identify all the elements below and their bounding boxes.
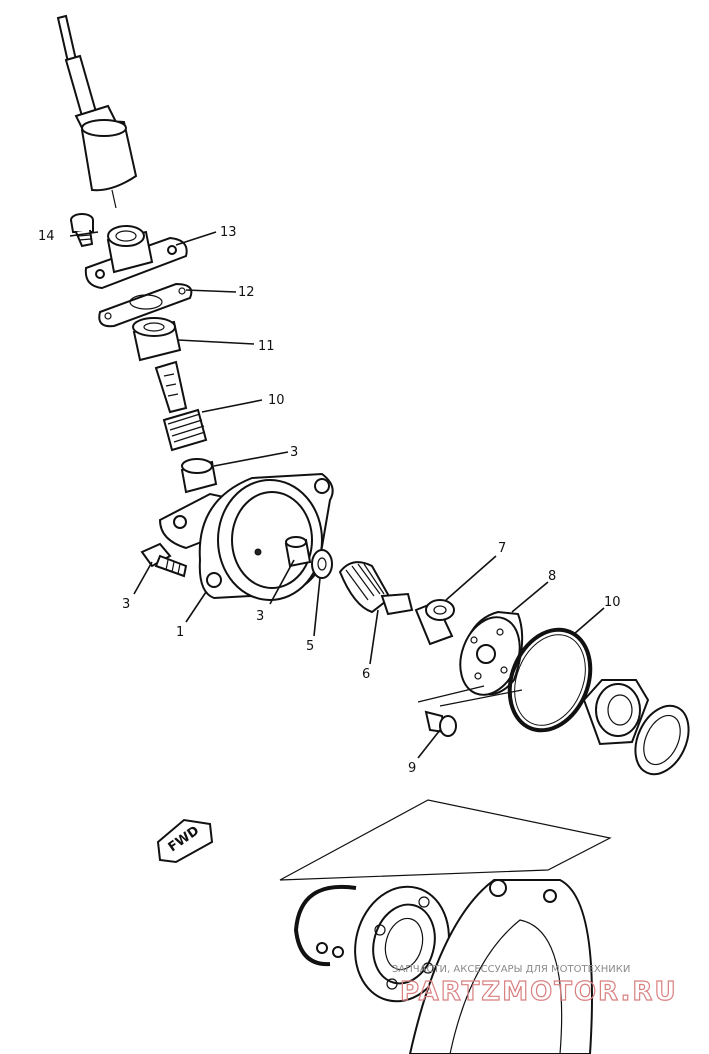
callout-6: 7	[498, 541, 506, 556]
assembly-outline	[279, 799, 612, 881]
callout-7: 8	[548, 569, 556, 584]
drive-gear-5	[338, 561, 414, 616]
callout-11: 11	[258, 339, 275, 354]
bushing-11	[132, 317, 182, 362]
crankcase-cover	[408, 879, 593, 1054]
screw-14	[70, 213, 94, 248]
circlip	[293, 884, 357, 967]
speedometer-cable	[56, 14, 138, 209]
driven-gear-shaft-10	[154, 360, 208, 452]
fwd-arrow-icon: FWD	[156, 818, 214, 864]
collar-6	[414, 599, 455, 646]
hex-nut	[582, 679, 650, 746]
callout-9: 10	[604, 595, 621, 610]
bushing-3-upper	[180, 458, 218, 494]
screw-8	[424, 710, 457, 737]
callout-8: 9	[408, 761, 416, 776]
retainer-plate-7	[459, 610, 524, 696]
callout-14: 14	[38, 229, 55, 244]
watermark-line2: PARTZMOTOR.RU	[400, 977, 678, 1007]
callout-12: 12	[238, 285, 255, 300]
bolt-2	[140, 542, 188, 578]
bearing	[354, 885, 450, 1003]
bushing-3-inner	[284, 536, 312, 568]
callout-2: 3	[122, 597, 130, 612]
callout-3-inner: 3	[256, 609, 264, 624]
callout-3-upper: 3	[290, 445, 298, 460]
washer-4	[311, 549, 333, 579]
gasket-12	[98, 282, 193, 328]
o-ring-9	[507, 627, 593, 733]
gear-housing-13	[84, 225, 188, 290]
lock-washer	[634, 704, 690, 776]
callout-1: 1	[176, 625, 184, 640]
callout-4: 5	[306, 639, 314, 654]
callout-13: 13	[220, 225, 237, 240]
watermark-line1: ЗАПЧАСТИ, АКСЕССУАРЫ ДЛЯ МОТОТЕХНИКИ	[392, 964, 630, 975]
callout-10: 10	[268, 393, 285, 408]
callout-5: 6	[362, 667, 370, 682]
